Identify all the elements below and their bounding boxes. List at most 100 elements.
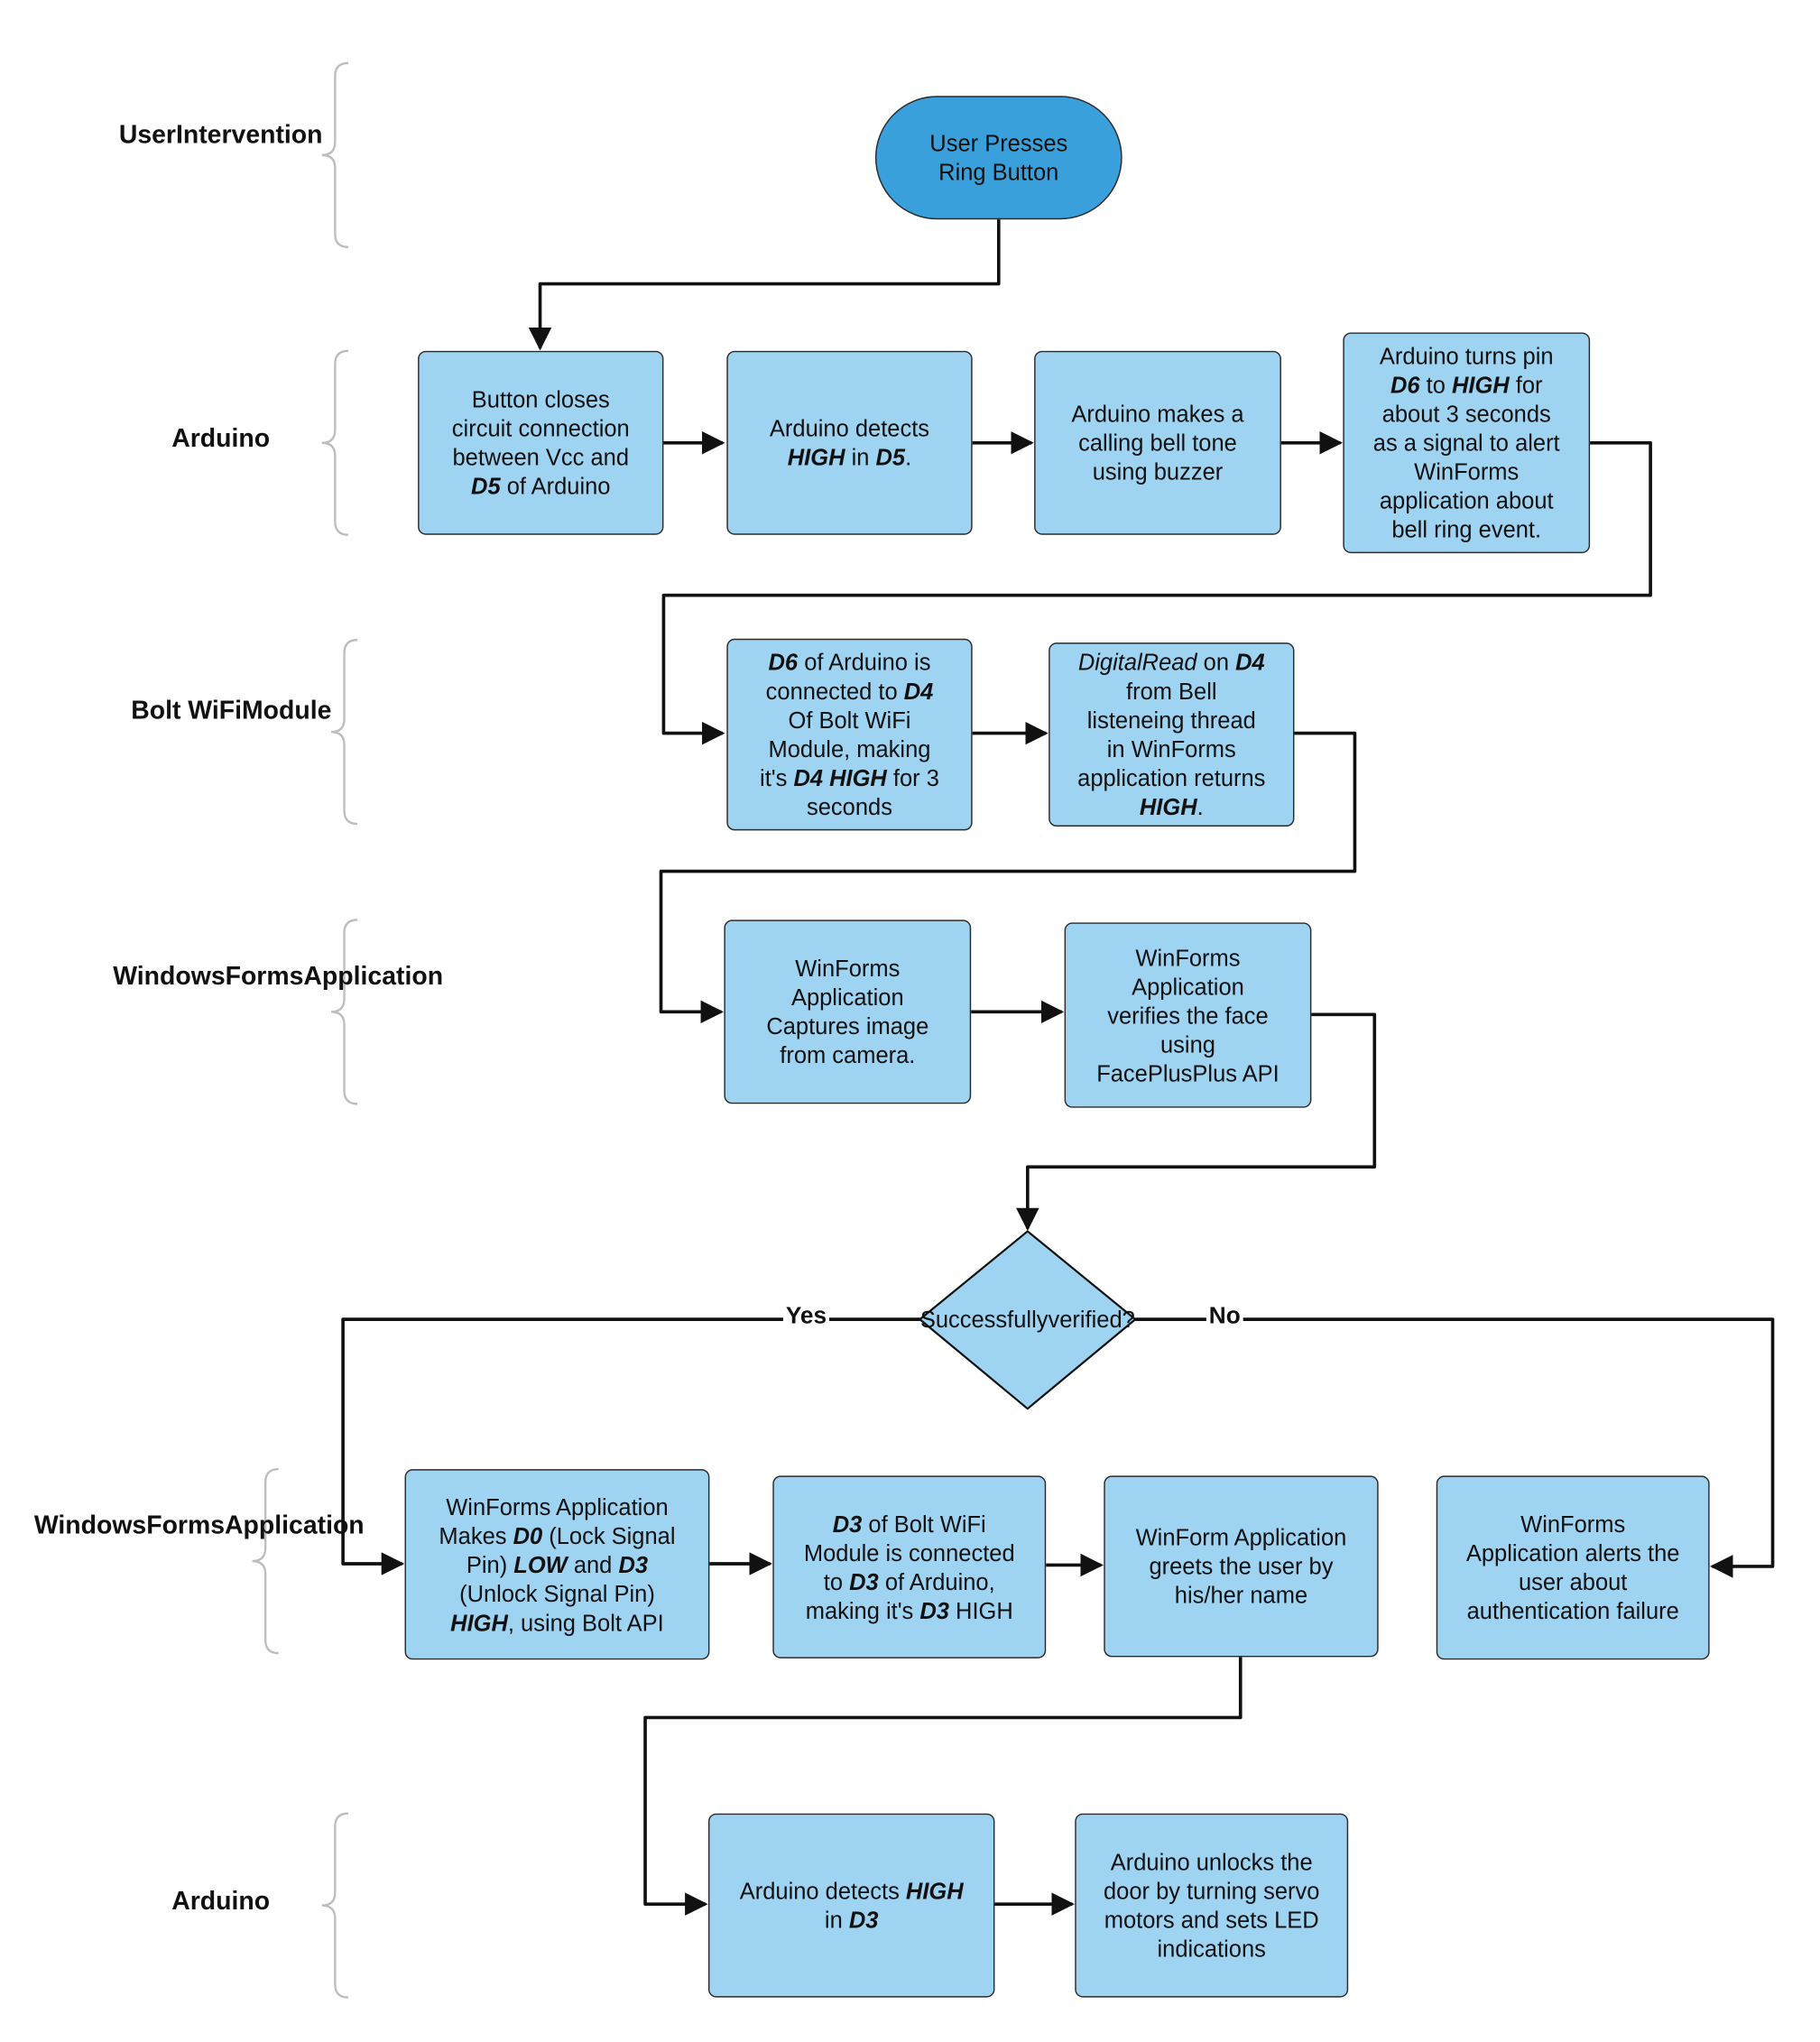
text-line: motors and sets LED xyxy=(1104,1907,1319,1934)
decision-label: Successfullyverified? xyxy=(920,1261,1135,1377)
lane-brace-bolt xyxy=(330,639,358,826)
text-line: application returns xyxy=(1077,764,1266,791)
text-line: Arduino detects HIGH xyxy=(739,1878,964,1905)
lane-label-user-text: UserIntervention xyxy=(103,120,339,152)
lane-brace-winforms-2 xyxy=(252,1467,279,1655)
text-line: Forms xyxy=(225,962,304,992)
text-line: Module is connected xyxy=(803,1539,1015,1566)
text-line: Arduino turns pin xyxy=(1379,343,1554,370)
lane-label-bolt: Bolt WiFiModule xyxy=(113,695,349,726)
text-line: Arduino xyxy=(171,424,271,454)
text-line: application about xyxy=(1379,487,1554,514)
text-line: Ring Button xyxy=(938,159,1059,186)
lane-label-arduino-bottom: Arduino xyxy=(103,1886,339,1917)
connector-no-to-alert xyxy=(1135,1317,1775,1578)
text-line: as a signal to alert xyxy=(1372,430,1560,457)
text-line: using xyxy=(1160,1030,1215,1058)
text-line: Bolt WiFi xyxy=(131,696,243,725)
text-line: Intervention xyxy=(175,120,323,151)
decision-diamond xyxy=(919,1230,1137,1410)
lane-brace-user xyxy=(321,61,348,248)
text-line: Windows xyxy=(33,1511,147,1540)
text-line: Application alerts the xyxy=(1465,1539,1680,1566)
lane-brace-arduino-top xyxy=(321,349,348,536)
text-line: WinForms xyxy=(1520,1511,1626,1538)
text-line: Forms xyxy=(146,1511,226,1540)
text-line: Windows xyxy=(113,962,226,992)
decision-label-text: Successfullyverified? xyxy=(920,1305,1135,1334)
connector-verify-to-decision xyxy=(1016,1012,1377,1232)
text-line: User Presses xyxy=(929,130,1068,157)
text-line: it's D4 HIGH for 3 xyxy=(760,764,939,791)
text-line: WinForms xyxy=(1414,458,1520,485)
text-line: using buzzer xyxy=(1092,458,1224,485)
text-line: Of Bolt WiFi xyxy=(788,707,911,734)
text-line: indications xyxy=(1157,1936,1266,1963)
connector-greet-to-detect-d3 xyxy=(643,1657,1243,1916)
text-line: in WinForms xyxy=(1106,735,1236,762)
text-line: door by turning servo xyxy=(1103,1878,1320,1905)
text-line: Application xyxy=(790,984,904,1011)
text-line: to D3 of Arduino, xyxy=(823,1568,995,1595)
text-line: HIGH, using Bolt API xyxy=(450,1609,664,1636)
text-line: calling bell tone xyxy=(1078,430,1237,457)
text-line: in D3 xyxy=(824,1907,879,1934)
text-line: authentication failure xyxy=(1466,1597,1679,1624)
lane-label-arduino-top-text: Arduino xyxy=(103,423,339,455)
text-line: Application xyxy=(303,962,444,992)
text-line: Makes D0 (Lock Signal xyxy=(439,1522,676,1549)
text-line: making it's D3 HIGH xyxy=(805,1597,1013,1624)
text-line: Application xyxy=(225,1511,365,1540)
lane-label-bolt-text: Bolt WiFiModule xyxy=(113,695,349,726)
connector-d6-to-bolt xyxy=(661,440,1652,745)
lane-brace-arduino-bottom xyxy=(321,1812,348,1999)
text-line: Module, making xyxy=(768,735,931,762)
text-line: circuit connection xyxy=(451,415,630,442)
text-line: Module xyxy=(242,696,332,725)
text-line: Arduino xyxy=(171,1887,271,1917)
connector-start-to-button xyxy=(528,219,1001,351)
connector-digitalread-to-capture xyxy=(659,731,1357,1024)
text-line: WinForms xyxy=(795,955,901,982)
text-line: HIGH in D5. xyxy=(787,444,912,471)
text-line: D6 of Arduino is xyxy=(768,649,931,676)
connector-yes-to-lock xyxy=(341,1317,920,1575)
lane-label-arduino-bottom-text: Arduino xyxy=(103,1886,339,1917)
edge-label-yes: Yes xyxy=(782,1302,829,1330)
text-line: from Bell xyxy=(1126,678,1217,705)
text-line: bell ring event. xyxy=(1391,516,1542,543)
text-line: Successfully xyxy=(919,1306,1049,1333)
text-line: verifies the face xyxy=(1107,1002,1269,1029)
text-line: User xyxy=(118,120,176,151)
text-line: his/her name xyxy=(1174,1582,1308,1609)
text-line: Captures image xyxy=(766,1012,929,1039)
text-line: FacePlusPlus API xyxy=(1096,1059,1280,1086)
